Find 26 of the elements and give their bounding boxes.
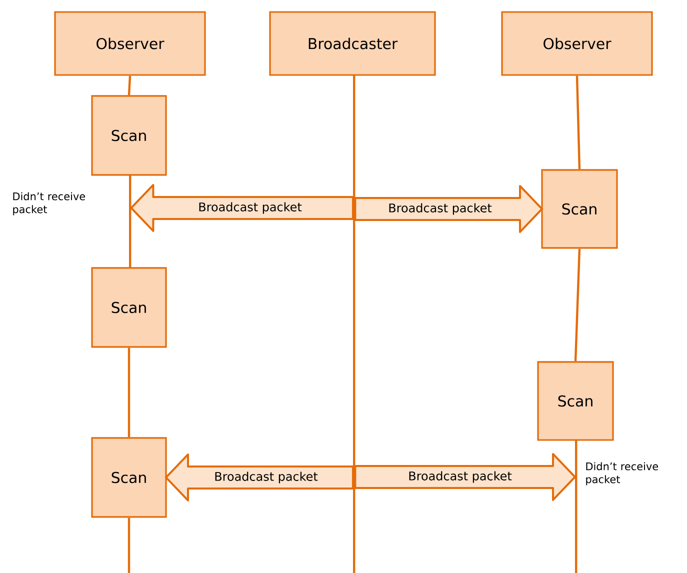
- block-arrow: [354, 452, 576, 501]
- lifeline: [128, 348, 130, 438]
- lifeline: [128, 518, 130, 573]
- block-arrow: [354, 184, 543, 233]
- scan-box: Scan: [91, 437, 167, 518]
- edge-label: Broadcast packet: [199, 202, 302, 214]
- edge-label: Broadcast packet: [409, 471, 512, 483]
- participant-box: Broadcaster: [269, 11, 436, 76]
- participant-box: Observer: [54, 11, 206, 76]
- note: Didn’t receive packet: [13, 192, 86, 216]
- lifeline: [574, 248, 581, 362]
- scan-box: Scan: [91, 267, 167, 348]
- scan-box: Scan: [541, 169, 618, 249]
- block-arrow: [130, 184, 354, 232]
- lifeline: [576, 76, 581, 170]
- edge-label: Broadcast packet: [215, 472, 318, 484]
- lifeline: [575, 440, 578, 573]
- lifeline: [353, 75, 356, 573]
- lifeline: [129, 174, 132, 268]
- scan-box: Scan: [537, 361, 614, 441]
- edge-label: Broadcast packet: [389, 203, 492, 215]
- note: Didn’t receive packet: [586, 462, 658, 486]
- participant-box: Observer: [501, 11, 653, 76]
- block-arrow: [165, 453, 354, 502]
- lifeline: [128, 76, 132, 96]
- scan-box: Scan: [91, 95, 167, 176]
